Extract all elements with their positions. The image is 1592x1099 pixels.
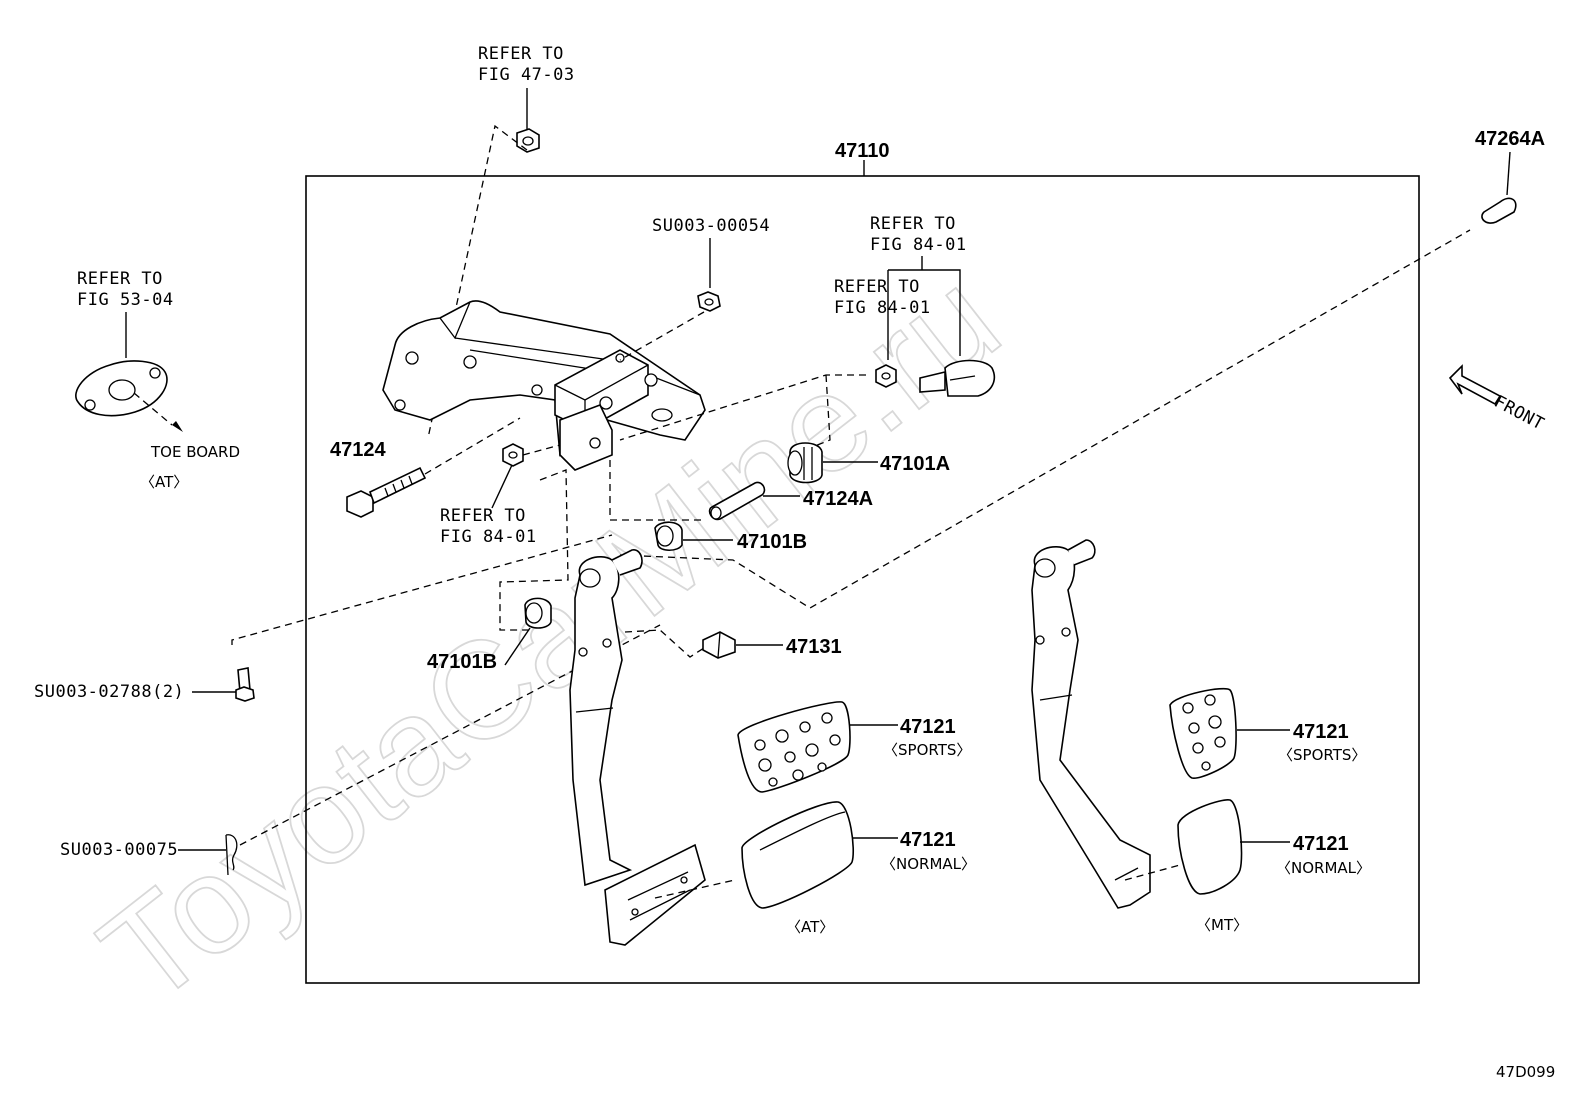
label-su003-00054[interactable]: SU003-00054	[652, 216, 770, 236]
label-47101b-upper[interactable]: 47101B	[737, 531, 807, 553]
assembly-frame	[305, 175, 1420, 984]
callout-refer-47-03-line2[interactable]: FIG 47-03	[478, 65, 575, 85]
label-at-sports-variant[interactable]: 〈SPORTS〉	[883, 741, 971, 759]
label-front[interactable]: FRONT	[1491, 392, 1548, 435]
bolt-47124	[346, 466, 427, 518]
callout-refer-53-04-line2[interactable]: FIG 53-04	[77, 290, 174, 310]
pedal-arm-at	[569, 549, 706, 946]
label-at-variant[interactable]: 〈AT〉	[786, 918, 834, 936]
label-47124a[interactable]: 47124A	[803, 488, 873, 510]
label-mt-sports-variant[interactable]: 〈SPORTS〉	[1278, 746, 1366, 764]
pad-at-normal	[741, 801, 855, 909]
label-at-normal-variant[interactable]: 〈NORMAL〉	[881, 855, 976, 873]
nut-switch	[875, 364, 897, 388]
callout-refer-84-01-top-line2[interactable]: FIG 84-01	[870, 235, 967, 255]
callout-refer-84-01-low-line1[interactable]: REFER TO	[440, 506, 526, 526]
front-arrow-icon	[1448, 364, 1502, 406]
stop-lamp-switch	[919, 359, 996, 397]
callout-refer-84-01-low-line2[interactable]: FIG 84-01	[440, 527, 537, 547]
callout-refer-47-03-line1[interactable]: REFER TO	[478, 44, 564, 64]
pedal-bracket	[382, 300, 706, 471]
nut-su003-00054	[697, 291, 721, 312]
label-47110[interactable]: 47110	[835, 140, 890, 162]
callout-toe-board-at[interactable]: 〈AT〉	[140, 473, 188, 491]
nut-center	[502, 443, 524, 467]
bushing-47101a	[787, 442, 823, 484]
toe-board-gasket	[75, 360, 168, 417]
stopper-47131	[702, 631, 736, 659]
pin-47264a	[1481, 197, 1517, 224]
callout-refer-53-04-line1[interactable]: REFER TO	[77, 269, 163, 289]
pad-mt-normal	[1177, 799, 1243, 895]
bolt-su003-02788	[235, 667, 255, 702]
callout-toe-board[interactable]: TOE BOARD	[150, 443, 240, 461]
pedal-arm-mt	[1031, 539, 1151, 909]
label-47131[interactable]: 47131	[786, 636, 842, 658]
label-su003-00075[interactable]: SU003-00075	[60, 840, 178, 860]
callout-refer-84-01-mid-line1[interactable]: REFER TO	[834, 277, 920, 297]
label-47121-at-normal[interactable]: 47121	[900, 829, 956, 851]
collar-47124a	[708, 481, 766, 521]
label-mt-variant[interactable]: 〈MT〉	[1196, 916, 1248, 934]
label-47121-mt-normal[interactable]: 47121	[1293, 833, 1349, 855]
label-su003-02788[interactable]: SU003-02788(2)	[34, 682, 184, 702]
pad-at-sports	[737, 701, 851, 793]
figure-code: 47D099	[1496, 1063, 1555, 1081]
nut-top	[516, 128, 540, 153]
label-mt-normal-variant[interactable]: 〈NORMAL〉	[1276, 859, 1371, 877]
bushing-47101b-upper	[654, 521, 683, 552]
pad-mt-sports	[1169, 687, 1237, 779]
label-47264a[interactable]: 47264A	[1475, 128, 1545, 150]
label-47121-at-sports[interactable]: 47121	[900, 716, 956, 738]
label-47101b-lower[interactable]: 47101B	[427, 651, 497, 673]
callout-refer-84-01-top-line1[interactable]: REFER TO	[870, 214, 956, 234]
callout-refer-84-01-mid-line2[interactable]: FIG 84-01	[834, 298, 931, 318]
label-47124[interactable]: 47124	[330, 439, 386, 461]
clip-su003-00075	[225, 834, 238, 876]
label-47101a[interactable]: 47101A	[880, 453, 950, 475]
label-47121-mt-sports[interactable]: 47121	[1293, 721, 1349, 743]
bushing-47101b-lower	[524, 597, 552, 629]
